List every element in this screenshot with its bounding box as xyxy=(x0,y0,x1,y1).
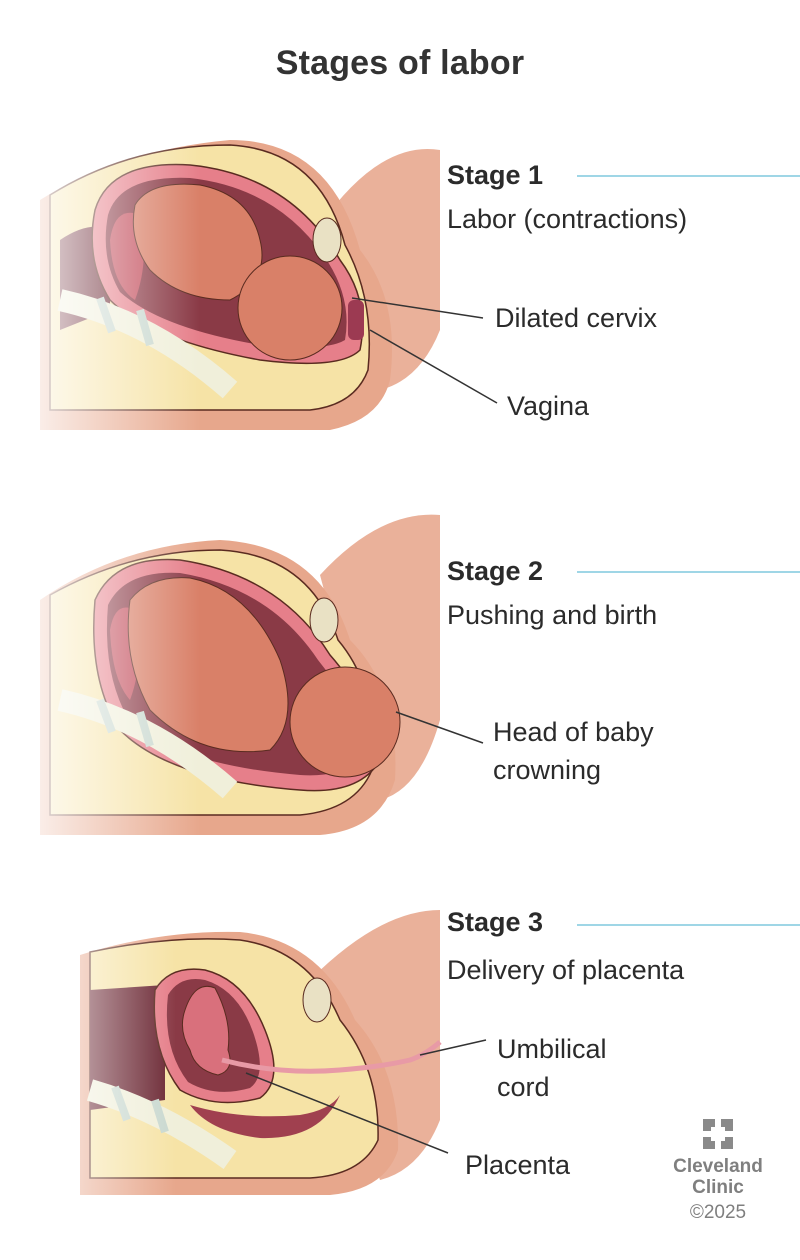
cleveland-clinic-cross-icon xyxy=(703,1119,733,1149)
label-umbilical-cord-line2: cord xyxy=(497,1072,550,1102)
stage-3-leader-lines xyxy=(245,1039,487,1154)
cleveland-clinic-logo: Cleveland Clinic ©2025 xyxy=(672,1118,764,1226)
brand-name-line2: Clinic xyxy=(692,1177,744,1198)
stage-2-divider xyxy=(577,571,800,573)
stage-1-illustration xyxy=(0,0,800,460)
stage-3-divider xyxy=(577,924,800,926)
label-placenta: Placenta xyxy=(465,1150,571,1180)
stage-1-panel: Stage 1 Labor (contractions) Dilated cer… xyxy=(0,0,800,460)
stage-1-subtitle: Labor (contractions) xyxy=(447,204,688,234)
brand-name-line1: Cleveland xyxy=(673,1156,763,1177)
label-umbilical-cord-line1: Umbilical xyxy=(497,1034,607,1064)
stage-2-leader-lines xyxy=(395,711,484,744)
label-dilated-cervix: Dilated cervix xyxy=(495,303,658,333)
label-head-crowning: Head of baby crowning xyxy=(493,713,654,789)
stage-1-heading: Stage 1 xyxy=(447,160,544,190)
stage-2-subtitle: Pushing and birth xyxy=(447,600,658,630)
stage-2-panel: Stage 2 Pushing and birth Head of baby c… xyxy=(0,460,800,870)
stage-3-panel: Stage 3 Delivery of placenta Umbilical c… xyxy=(0,870,800,1260)
label-vagina: Vagina xyxy=(507,391,590,421)
stage-3-heading: Stage 3 xyxy=(447,907,544,937)
label-head-crowning-line1: Head of baby xyxy=(493,717,654,747)
stage-3-illustration xyxy=(0,870,800,1260)
label-umbilical-cord: Umbilical cord xyxy=(497,1030,607,1106)
stage-2-heading: Stage 2 xyxy=(447,556,544,586)
copyright: ©2025 xyxy=(689,1202,747,1223)
stage-1-divider xyxy=(577,175,800,177)
label-head-crowning-line2: crowning xyxy=(493,755,602,785)
stage-2-illustration xyxy=(0,460,800,870)
stage-1-leader-lines xyxy=(351,297,498,404)
stage-3-subtitle: Delivery of placenta xyxy=(447,955,685,985)
